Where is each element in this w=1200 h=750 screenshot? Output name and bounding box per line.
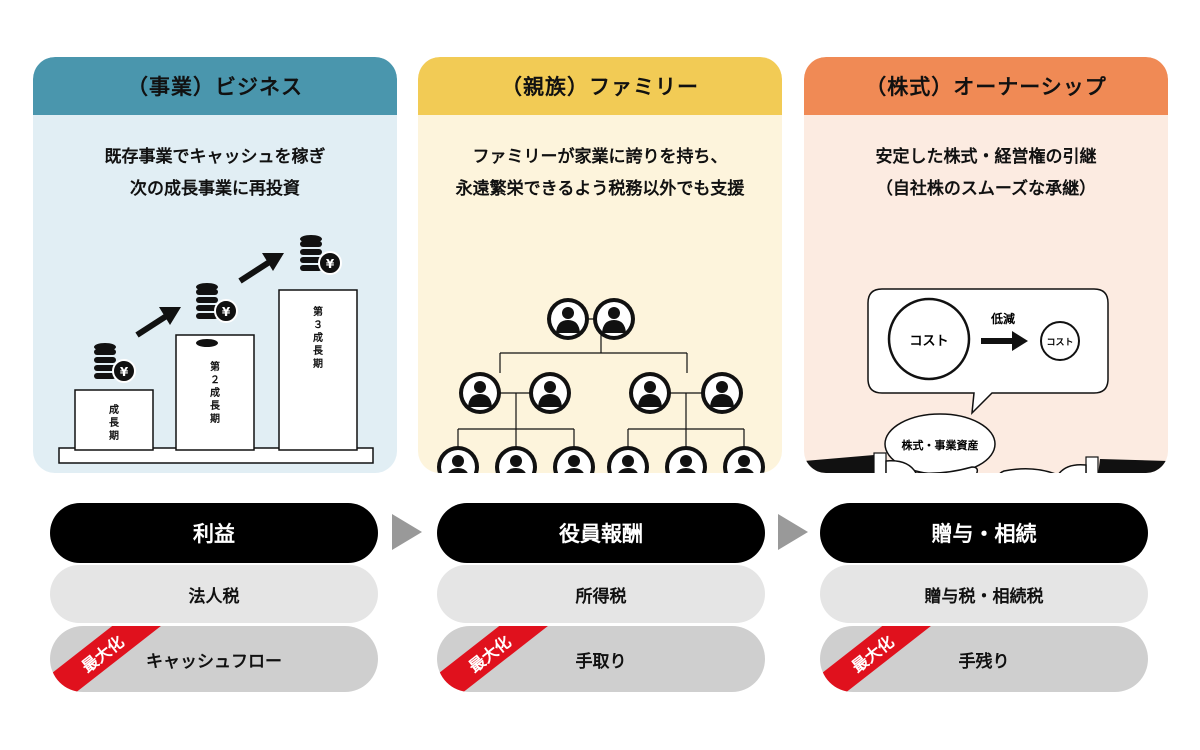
panel-header-family: （親族）ファミリー — [418, 57, 782, 115]
remaining-label: 手残り — [958, 651, 1010, 672]
stage2-char: 期 — [210, 412, 220, 425]
coin-stack-icon: ¥ — [300, 235, 342, 275]
stage3-char: 第 — [313, 305, 323, 318]
flow-arrow-icon — [778, 514, 808, 550]
family-description: ファミリーが家業に誇りを持ち、 永遠繁栄できるよう税務以外でも支援 — [418, 141, 782, 205]
stage2-char: 成 — [210, 386, 220, 399]
ownership-desc-line2: （自社株のスムーズな承継） — [875, 179, 1097, 199]
person-icon — [629, 372, 671, 414]
family-desc-line1: ファミリーが家業に誇りを持ち、 — [472, 147, 728, 167]
giving-hand-icon — [804, 452, 979, 473]
assets-label: 株式・事業資産 — [902, 438, 979, 452]
stage1-char: 成 — [109, 403, 119, 416]
stage2-char: 長 — [210, 400, 221, 412]
stage3-char: 成 — [313, 331, 323, 344]
panel-header-business: （事業）ビジネス — [33, 57, 397, 115]
person-icon — [607, 446, 649, 473]
ownership-description: 安定した株式・経営権の引継 （自社株のスムーズな承継） — [804, 141, 1168, 205]
coin-stack-icon: ¥ — [196, 283, 238, 323]
panel-family: （親族）ファミリー ファミリーが家業に誇りを持ち、 永遠繁栄できるよう税務以外で… — [418, 57, 782, 473]
person-icon — [459, 372, 501, 414]
flow-arrow-icon — [392, 514, 422, 550]
person-icon — [593, 298, 635, 340]
business-desc-line2: 次の成長事業に再投資 — [130, 179, 300, 199]
stage2-char: 第 — [210, 360, 220, 373]
coin-stack-icon — [196, 339, 218, 347]
stage1-block — [74, 389, 154, 451]
stage1-char: 期 — [109, 429, 119, 442]
yen-glyph: ¥ — [120, 365, 129, 379]
cost-small-label: コスト — [1046, 337, 1073, 348]
gift-inheritance-tax-pill: 贈与税・相続税 — [820, 565, 1148, 623]
take-home-pill: 最大化 手取り — [437, 626, 765, 692]
business-desc-line1: 既存事業でキャッシュを稼ぎ — [104, 147, 326, 167]
person-icon — [553, 446, 595, 473]
stage2-block — [175, 334, 255, 451]
person-icon — [665, 446, 707, 473]
stage2-char: ２ — [210, 374, 220, 386]
growth-stairs-illustration: 成 長 期 第 ２ 成 長 期 第 ３ 成 長 期 — [58, 235, 374, 464]
ownership-desc-line1: 安定した株式・経営権の引継 — [875, 147, 1097, 167]
panel-body-ownership: 安定した株式・経営権の引継 （自社株のスムーズな承継） コスト 低減 コスト 株… — [804, 115, 1168, 473]
panel-body-family: ファミリーが家業に誇りを持ち、 永遠繁栄できるよう税務以外でも支援 — [418, 115, 782, 473]
stage3-block — [278, 289, 358, 451]
business-description: 既存事業でキャッシュを稼ぎ 次の成長事業に再投資 — [33, 141, 397, 205]
family-tree-illustration — [437, 298, 765, 473]
take-home-label: 手取り — [575, 651, 627, 672]
person-icon — [723, 446, 765, 473]
reduce-label: 低減 — [990, 311, 1015, 326]
receiving-hand-icon — [999, 456, 1168, 473]
panel-body-business: 既存事業でキャッシュを稼ぎ 次の成長事業に再投資 成 長 期 第 ２ 成 長 期… — [33, 115, 397, 473]
gift-inheritance-pill: 贈与・相続 — [820, 503, 1148, 563]
maximize-ribbon: 最大化 — [820, 626, 937, 692]
succession-illustration: コスト 低減 コスト 株式・事業資産 — [804, 288, 1168, 473]
maximize-ribbon: 最大化 — [437, 626, 554, 692]
corporate-tax-pill: 法人税 — [50, 565, 378, 623]
stage3-char: ３ — [313, 319, 323, 331]
growth-arrow-icon — [135, 307, 181, 338]
panel-ownership: （株式）オーナーシップ 安定した株式・経営権の引継 （自社株のスムーズな承継） … — [804, 57, 1168, 473]
cost-large-label: コスト — [909, 334, 948, 349]
assets-bubble — [884, 413, 996, 473]
remaining-pill: 最大化 手残り — [820, 626, 1148, 692]
stage3-char: 期 — [313, 357, 323, 370]
person-icon — [547, 298, 589, 340]
growth-arrow-icon — [238, 253, 284, 284]
coin-stack-icon: ¥ — [94, 343, 136, 383]
income-tax-pill: 所得税 — [437, 565, 765, 623]
stage3-char: 長 — [313, 345, 324, 357]
family-desc-line2: 永遠繁栄できるよう税務以外でも支援 — [455, 179, 745, 199]
stage1-char: 長 — [109, 417, 120, 429]
person-icon — [529, 372, 571, 414]
panel-business: （事業）ビジネス 既存事業でキャッシュを稼ぎ 次の成長事業に再投資 成 長 期 … — [33, 57, 397, 473]
panel-header-ownership: （株式）オーナーシップ — [804, 57, 1168, 115]
yen-glyph: ¥ — [222, 305, 231, 319]
person-icon — [495, 446, 537, 473]
cashflow-label: キャッシュフロー — [146, 651, 282, 672]
cost-circle-large — [887, 297, 971, 381]
yen-glyph: ¥ — [326, 257, 335, 271]
profit-pill: 利益 — [50, 503, 378, 563]
person-icon — [701, 372, 743, 414]
cost-circle-small — [1040, 321, 1080, 361]
reduce-arrow-icon — [981, 331, 1028, 351]
person-icon — [437, 446, 479, 473]
executive-pay-pill: 役員報酬 — [437, 503, 765, 563]
cashflow-pill: 最大化 キャッシュフロー — [50, 626, 378, 692]
